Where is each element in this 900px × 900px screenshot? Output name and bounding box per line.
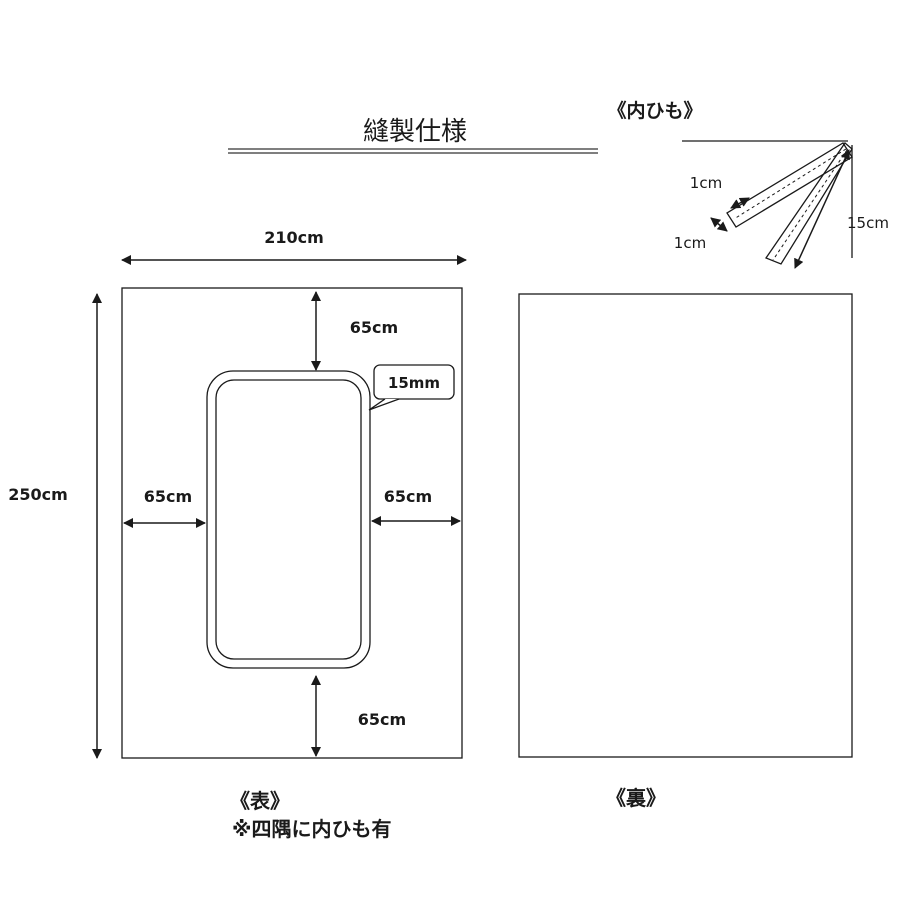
- back-panel: [518, 293, 853, 758]
- strap-lower: [765, 142, 853, 265]
- strap-width-top-arrow: [730, 197, 750, 209]
- strap-length-arrow: [794, 149, 850, 269]
- margin-bottom-label: 65cm: [358, 710, 406, 729]
- margin-left-label: 65cm: [144, 487, 192, 506]
- strap-detail: [682, 140, 853, 265]
- stitch-callout-box: [373, 364, 455, 400]
- stitch-callout-tail: [368, 398, 400, 411]
- front-height-label: 250cm: [8, 485, 68, 504]
- front-width-label: 210cm: [264, 228, 324, 247]
- margin-top-label: 65cm: [350, 318, 398, 337]
- strap-upper-stitch: [733, 148, 847, 220]
- strap-lower-stitch: [772, 149, 848, 261]
- strap-width-top-label: 1cm: [690, 174, 722, 192]
- page-title: 縫製仕様: [363, 117, 467, 147]
- front-window-outer: [206, 370, 371, 669]
- margin-right-label: 65cm: [384, 487, 432, 506]
- front-note: ※四隅に内ひも有: [232, 817, 391, 841]
- front-panel: [121, 287, 463, 759]
- strap-heading: 《内ひも》: [607, 99, 702, 122]
- front-window-inner: [215, 379, 362, 660]
- strap-length-label: 15cm: [847, 214, 889, 232]
- strap-width-bottom-arrow: [710, 217, 728, 232]
- title-underline: [228, 148, 598, 154]
- stitch-callout-label: 15mm: [388, 374, 440, 392]
- back-caption: 《裏》: [606, 786, 666, 810]
- front-caption: 《表》: [230, 789, 290, 813]
- strap-width-bottom-label: 1cm: [674, 234, 706, 252]
